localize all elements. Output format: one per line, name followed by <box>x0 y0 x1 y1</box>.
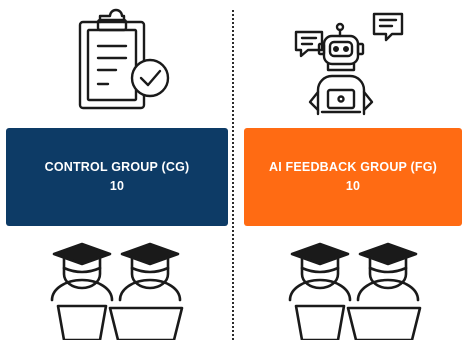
control-group-label: CONTROL GROUP (CG) <box>44 160 190 174</box>
graduate-students-icon <box>288 242 422 340</box>
control-group-count: 10 <box>109 179 125 193</box>
ai-feedback-group-label: AI FEEDBACK GROUP (FG) <box>268 160 438 174</box>
clipboard-check-icon <box>78 8 170 110</box>
graduate-students-icon <box>50 242 184 340</box>
ai-feedback-group-box: AI FEEDBACK GROUP (FG) 10 <box>244 128 462 226</box>
ai-robot-laptop-icon <box>294 12 404 116</box>
control-group-box: CONTROL GROUP (CG) 10 <box>6 128 228 226</box>
ai-feedback-group-count: 10 <box>345 179 361 193</box>
group-divider <box>232 10 234 340</box>
